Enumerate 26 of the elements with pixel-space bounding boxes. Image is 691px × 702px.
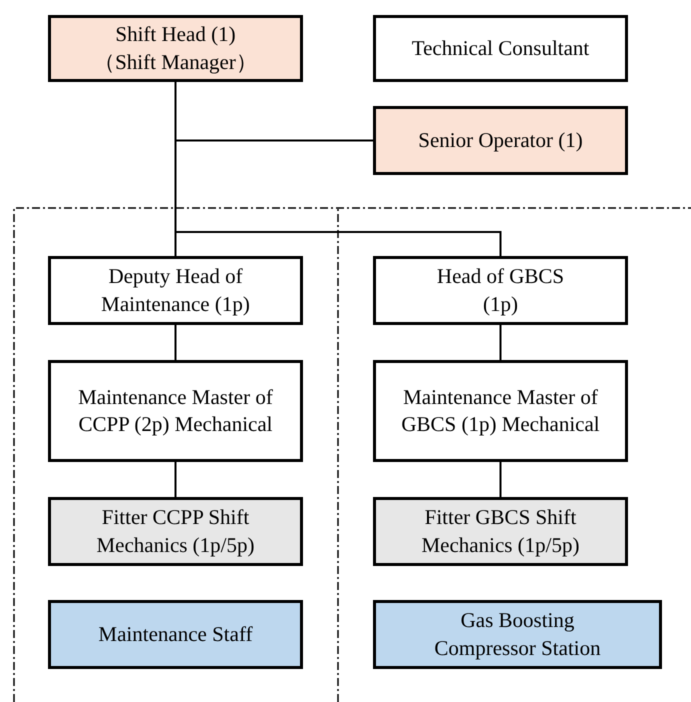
role-text: Gas Boosting Compressor Station (433, 607, 602, 662)
role-text: Technical Consultant (412, 34, 590, 62)
role-box (48, 360, 303, 462)
role-text: Maintenance Master of GBCS (1p) Mechanical (400, 384, 601, 438)
role-text: Deputy Head of Maintenance (1p) (100, 263, 251, 318)
connector-line (500, 325, 502, 360)
connector-line (500, 462, 502, 497)
role-box (373, 106, 628, 175)
role-text: Fitter CCPP Shift Mechanics (1p/5p) (95, 504, 256, 558)
role-box (48, 256, 303, 325)
role-box (48, 600, 303, 669)
role-box (373, 256, 628, 325)
role-box (373, 360, 628, 462)
role-box (373, 600, 662, 669)
role-text: Head of GBCS (1p) (436, 263, 566, 318)
role-text: Shift Head (1) （Shift Manager） (93, 21, 258, 76)
role-text: Maintenance Staff (98, 620, 253, 648)
connector-line (174, 462, 176, 497)
role-text: Fitter GBCS Shift Mechanics (1p/5p) (420, 504, 581, 558)
role-box (373, 497, 628, 566)
role-box (48, 497, 303, 566)
role-box (373, 15, 628, 82)
connector-line (174, 325, 176, 360)
role-box (48, 15, 303, 82)
role-text: Senior Operator (1) (418, 126, 583, 154)
role-text: Maintenance Master of CCPP (2p) Mechanical (77, 384, 274, 438)
